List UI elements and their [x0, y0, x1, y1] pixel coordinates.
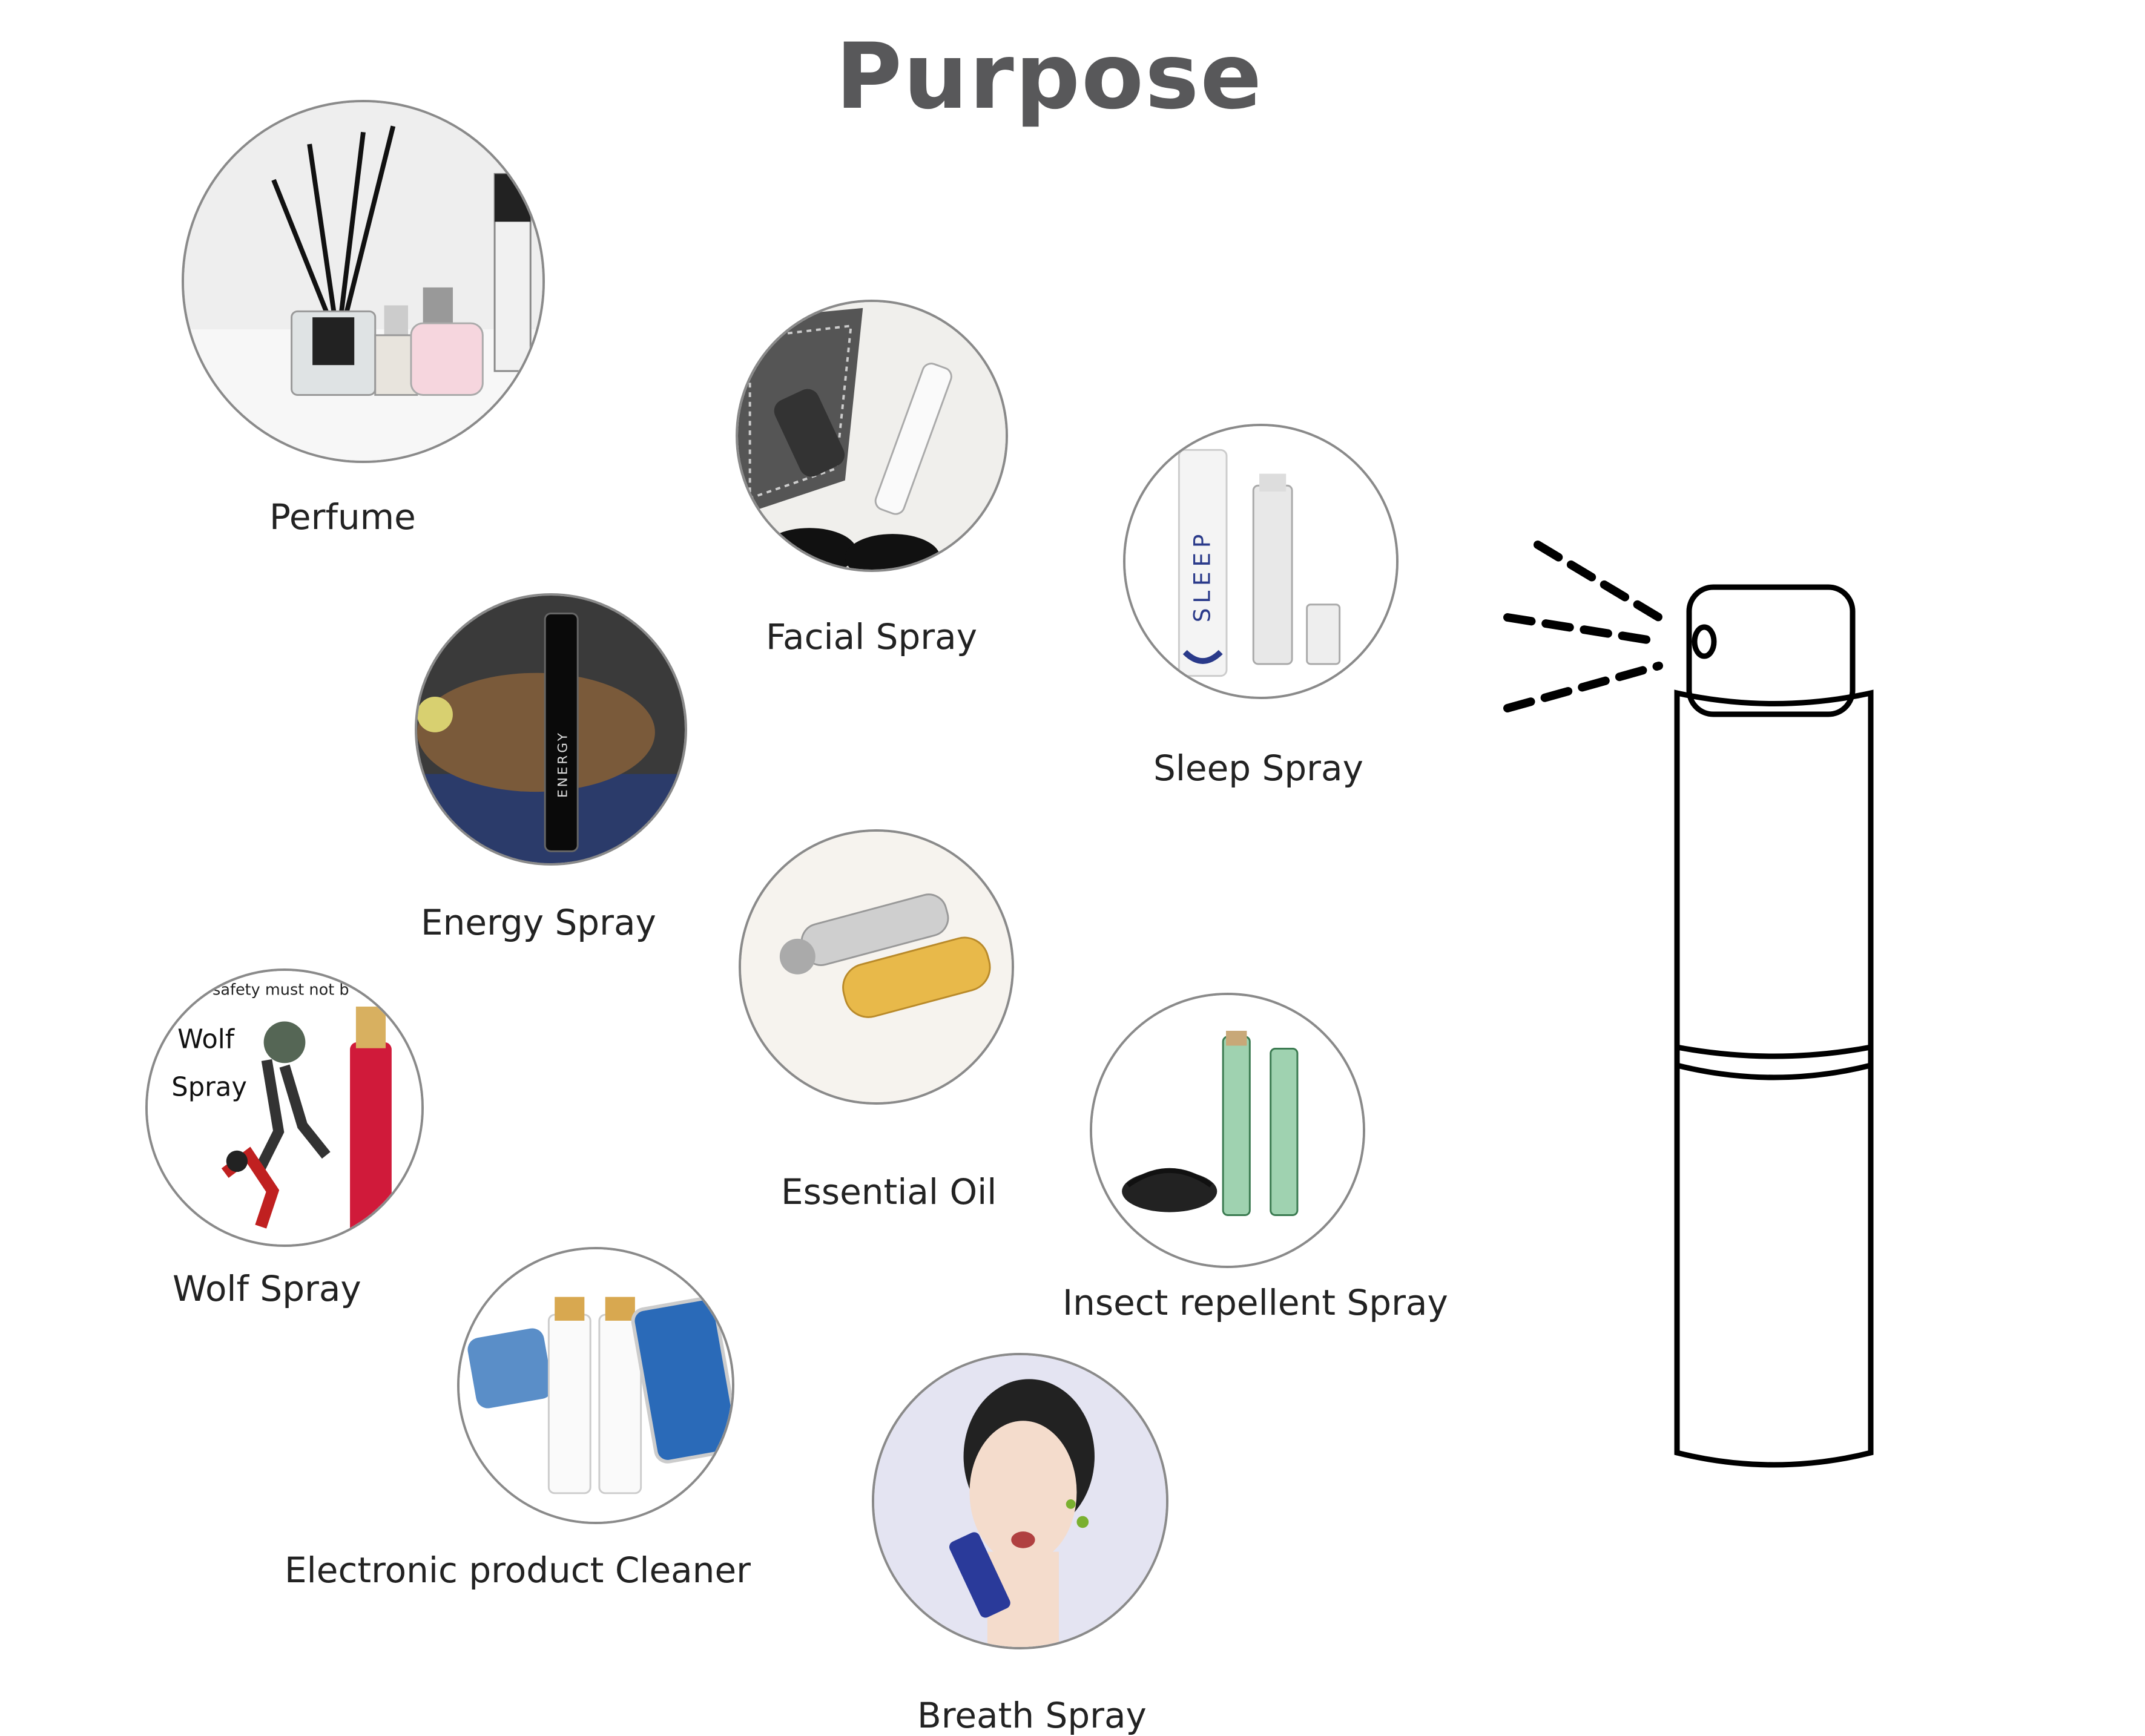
electronic-cleaner-image [457, 1247, 734, 1524]
breath-spray-image [872, 1353, 1168, 1649]
label-sleep-spray: Sleep Spray [1153, 748, 1363, 789]
perfume-image [182, 100, 545, 463]
facial-spray-image [736, 300, 1008, 572]
sleep-spray-image: SLEEP [1123, 424, 1399, 699]
sprayer-outline-icon [1503, 541, 1874, 1468]
insect-repellent-image [1090, 993, 1365, 1268]
label-electronic-product-cleaner: Electronic product Cleaner [285, 1550, 751, 1591]
wolf-line1-text: Wolf [177, 1025, 236, 1055]
label-insect-repellent-spray: Insect repellent Spray [1063, 1282, 1448, 1323]
energy-spray-image: ENERGY [415, 593, 687, 866]
label-energy-spray: Energy Spray [421, 902, 656, 943]
wolf-caption-text: 's safety must not b [196, 981, 349, 999]
wolf-spray-image: 's safety must not b Wolf Spray [145, 968, 424, 1247]
sleep-brand-text: SLEEP [1189, 530, 1216, 622]
essential-oil-image [739, 829, 1014, 1105]
energy-brand-text: ENERGY [556, 731, 571, 798]
label-wolf-spray: Wolf Spray [173, 1268, 361, 1309]
label-breath-spray: Breath Spray [917, 1695, 1147, 1736]
label-facial-spray: Facial Spray [766, 616, 978, 657]
label-perfume: Perfume [269, 496, 416, 538]
label-essential-oil: Essential Oil [781, 1171, 997, 1212]
wolf-line2-text: Spray [171, 1072, 247, 1102]
page-title: Purpose [835, 24, 1264, 130]
